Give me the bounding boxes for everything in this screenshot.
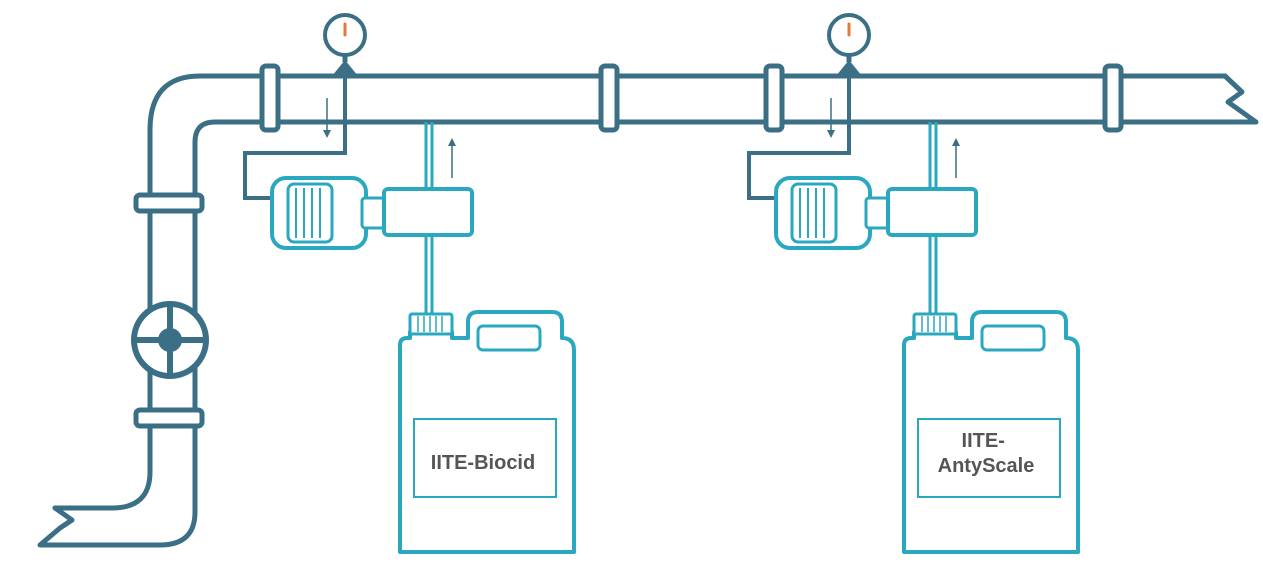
suction-line [747, 76, 851, 200]
canister-handle [476, 324, 542, 352]
pump-head [886, 187, 978, 237]
dosing-unit-2 [747, 13, 1080, 554]
canister-icon [398, 310, 576, 554]
tank-label-line: IITE- [962, 430, 1005, 452]
canister-label-panel [413, 418, 557, 498]
tank-label-line: IITE-Biocid [431, 452, 535, 474]
canister-label-panel [917, 418, 1061, 498]
flange [763, 63, 785, 133]
flange [598, 63, 620, 133]
svg-text:IITE- AntyScale: IITE- AntyScale [938, 430, 1035, 477]
canister-icon [902, 310, 1080, 554]
pressure-gauge-icon [323, 13, 367, 76]
flange [1102, 63, 1124, 133]
canister-handle [980, 324, 1046, 352]
suction-line [243, 76, 347, 200]
flow-arrow-icon [448, 138, 456, 178]
flow-arrow-icon [952, 138, 960, 178]
flow-arrow-icon [827, 98, 835, 138]
pump-motor-icon [774, 176, 890, 250]
pipe-flanges [133, 63, 1124, 429]
dosing-unit-1 [243, 13, 576, 554]
canister-cap [912, 312, 958, 336]
flange [133, 192, 205, 214]
flange [133, 407, 205, 429]
svg-text:IITE-Biocid: IITE-Biocid [431, 452, 535, 474]
tank-label-2: IITE- AntyScale [938, 430, 1035, 477]
pump-head [382, 187, 474, 237]
tank-label-1: IITE-Biocid [431, 452, 535, 474]
tank-label-line: AntyScale [938, 455, 1035, 477]
pump-motor-icon [270, 176, 386, 250]
pressure-gauge-icon [827, 13, 871, 76]
flow-arrow-icon [323, 98, 331, 138]
canister-cap [408, 312, 454, 336]
flange [259, 63, 281, 133]
valve-icon [131, 301, 209, 379]
